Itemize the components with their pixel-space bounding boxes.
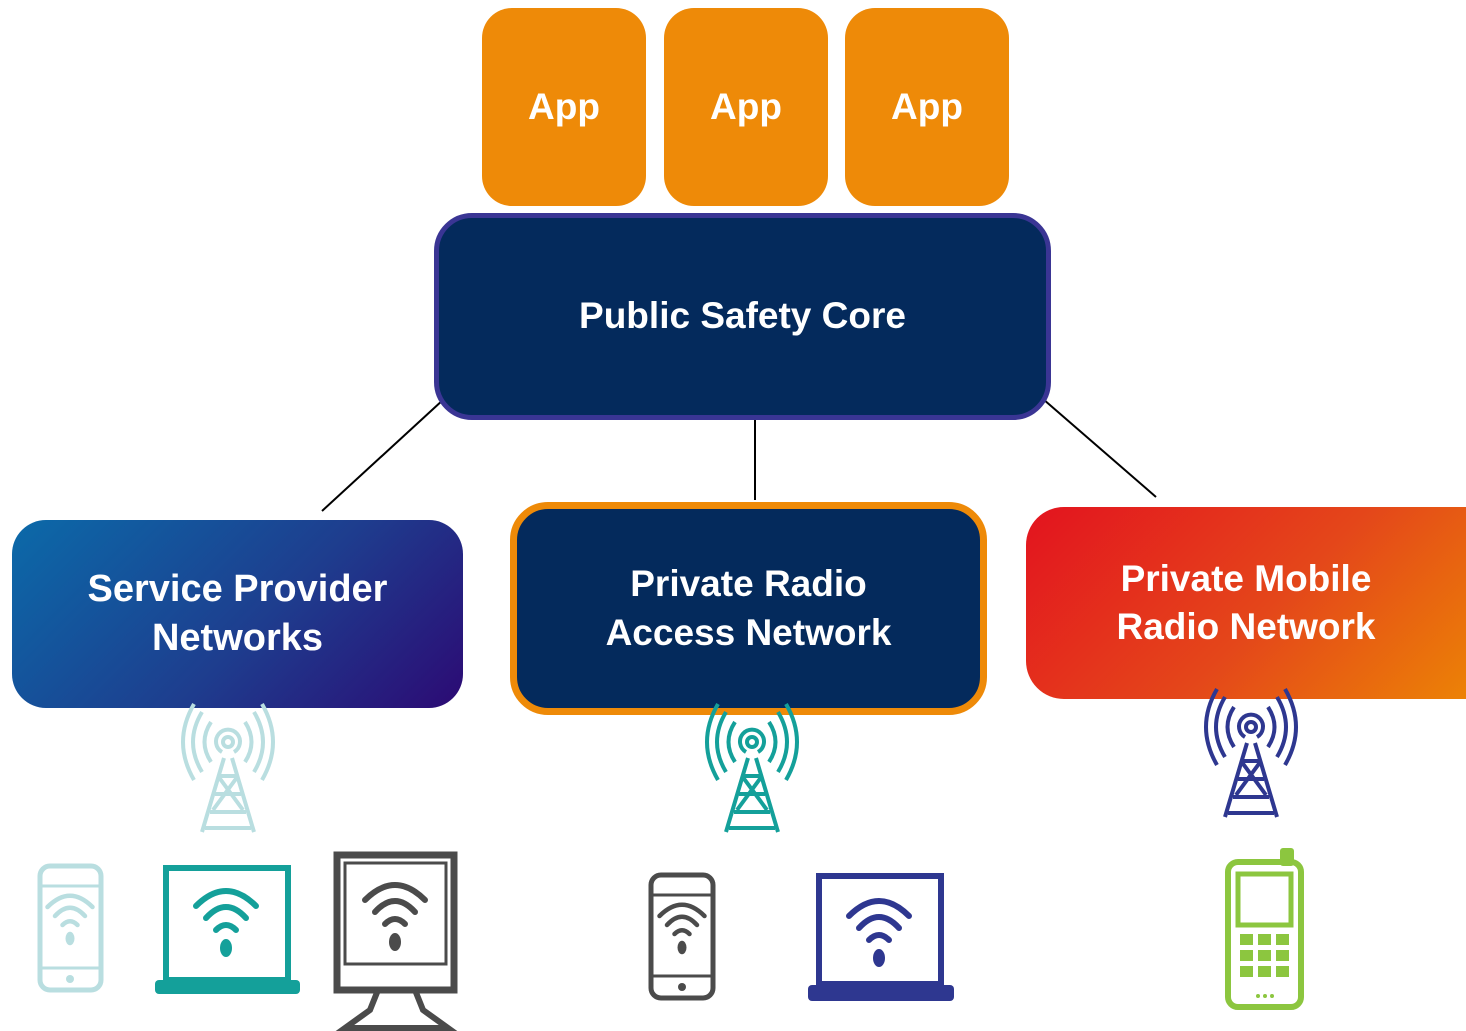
smartphone-wifi-icon <box>37 863 104 993</box>
monitor-wifi-icon <box>333 851 458 1031</box>
app-box-2: App <box>664 8 828 206</box>
app-box-3-label: App <box>891 85 963 127</box>
service-provider-networks-box: Service Provider Networks <box>12 520 463 708</box>
public-safety-core-label: Public Safety Core <box>579 295 906 337</box>
radio-tower-icon <box>1204 687 1298 819</box>
app-box-3: App <box>845 8 1009 206</box>
feature-phone-icon <box>1225 848 1304 1010</box>
connector-core-to-private-mobile <box>1042 398 1157 498</box>
radio-tower-icon <box>705 702 799 834</box>
connector-core-to-service-provider <box>321 398 445 512</box>
private-mobile-radio-network-label: Private Mobile Radio Network <box>1116 557 1376 647</box>
radio-tower-icon <box>181 702 275 834</box>
private-radio-access-network-box: Private Radio Access Network <box>510 502 987 715</box>
service-provider-networks-label: Service Provider Networks <box>87 567 388 659</box>
private-mobile-radio-network-box: Private Mobile Radio Network <box>1026 507 1466 699</box>
app-box-1: App <box>482 8 646 206</box>
public-safety-core-box: Public Safety Core <box>434 213 1051 420</box>
smartphone-wifi-icon <box>648 872 716 1001</box>
laptop-wifi-icon <box>155 865 300 994</box>
laptop-wifi-icon <box>808 873 954 1001</box>
app-box-2-label: App <box>710 85 782 127</box>
private-radio-access-network-label: Private Radio Access Network <box>605 563 892 653</box>
app-box-1-label: App <box>528 85 600 127</box>
